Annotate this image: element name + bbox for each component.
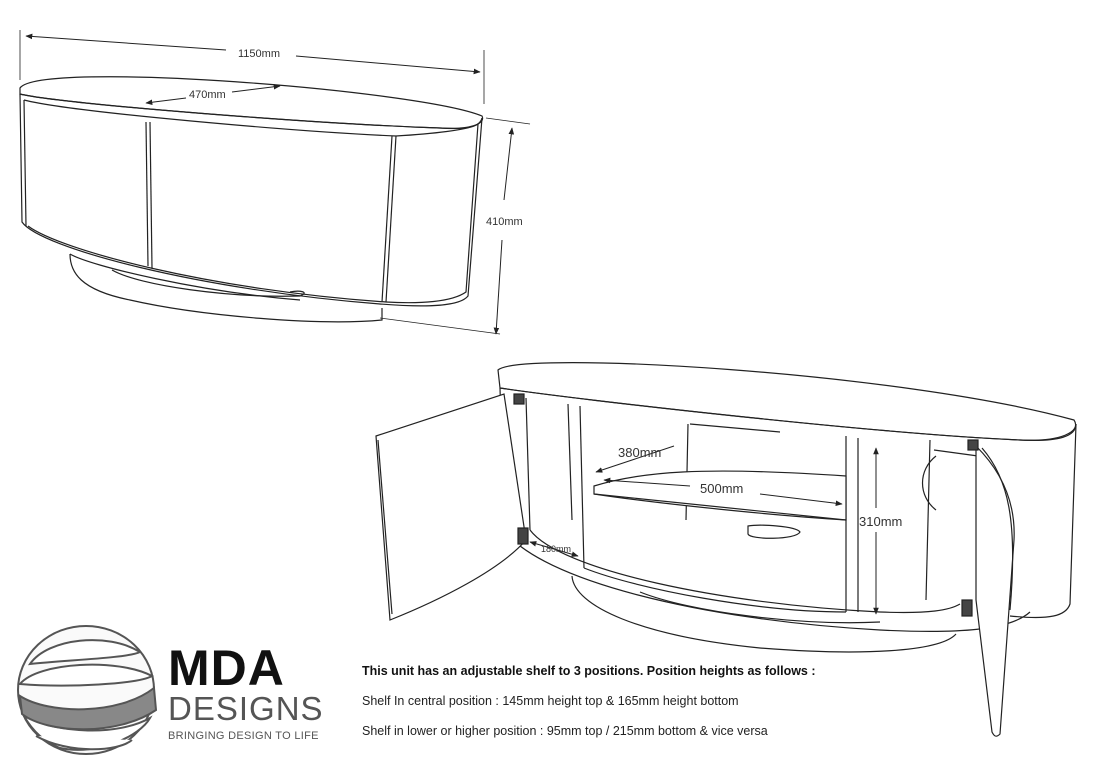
dimension-width: 1150mm: [19, 30, 485, 104]
width-label: 1150mm: [238, 48, 280, 60]
shelf-width-label: 500mm: [700, 481, 743, 496]
brand-sub: DESIGNS: [168, 690, 324, 727]
door-depth-label: 180mm: [541, 544, 571, 554]
notes-title: This unit has an adjustable shelf to 3 p…: [362, 664, 816, 678]
open-cabinet-drawing: [375, 362, 1077, 737]
brand-block: MDA DESIGNS BRINGING DESIGN TO LIFE: [168, 640, 324, 742]
closed-cabinet-drawing: [19, 76, 484, 323]
dimension-height: 410mm: [379, 117, 531, 335]
shelf-depth-label: 380mm: [618, 445, 661, 460]
inner-height-label: 310mm: [859, 514, 902, 529]
dimension-shelf-depth: 380mm: [595, 445, 675, 473]
brand-tagline: BRINGING DESIGN TO LIFE: [168, 730, 319, 742]
mda-sphere-logo: [17, 625, 158, 755]
notes-line-central: Shelf In central position : 145mm height…: [362, 694, 739, 708]
shelf-notes: This unit has an adjustable shelf to 3 p…: [362, 664, 1082, 754]
height-label: 410mm: [486, 216, 523, 228]
dimension-inner-height: 310mm: [859, 447, 902, 615]
dimension-shelf-width: 500mm: [603, 477, 843, 507]
notes-line-lower-higher: Shelf in lower or higher position : 95mm…: [362, 724, 768, 738]
dimension-door-depth: 180mm: [529, 541, 579, 557]
dimension-depth: 470mm: [145, 84, 281, 105]
depth-label: 470mm: [189, 89, 226, 101]
brand-name: MDA: [168, 640, 285, 696]
